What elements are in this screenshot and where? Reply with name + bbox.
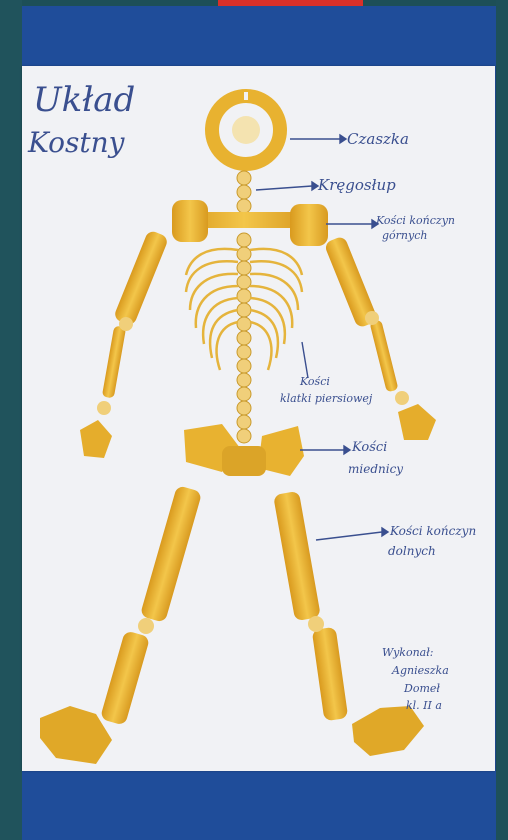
label-konczyn-gornych-2: górnych (382, 229, 427, 242)
label-konczyn-gornych-1: Kości kończyn (376, 214, 455, 227)
label-konczyn-dolnych-1: Kości kończyn (390, 524, 476, 538)
label-miednicy-2: miednicy (348, 462, 403, 476)
label-kregoslup: Kręgosłup (318, 176, 396, 194)
label-arrows (256, 135, 388, 540)
signature-line4: kl. II a (406, 699, 442, 712)
label-klatki-2: klatki piersiowej (280, 392, 372, 405)
signature-line3: Domeł (404, 682, 440, 695)
label-czaszka: Czaszka (347, 130, 409, 148)
feet (40, 706, 424, 764)
signature-line1: Wykonał: (382, 646, 433, 659)
label-miednicy-1: Kości (352, 440, 387, 455)
legs (100, 485, 348, 726)
label-konczyn-dolnych-2: dolnych (388, 544, 436, 558)
skull (212, 92, 280, 164)
signature-line2: Agnieszka (392, 664, 449, 677)
label-klatki-1: Kości (300, 375, 330, 388)
spine (237, 171, 251, 443)
